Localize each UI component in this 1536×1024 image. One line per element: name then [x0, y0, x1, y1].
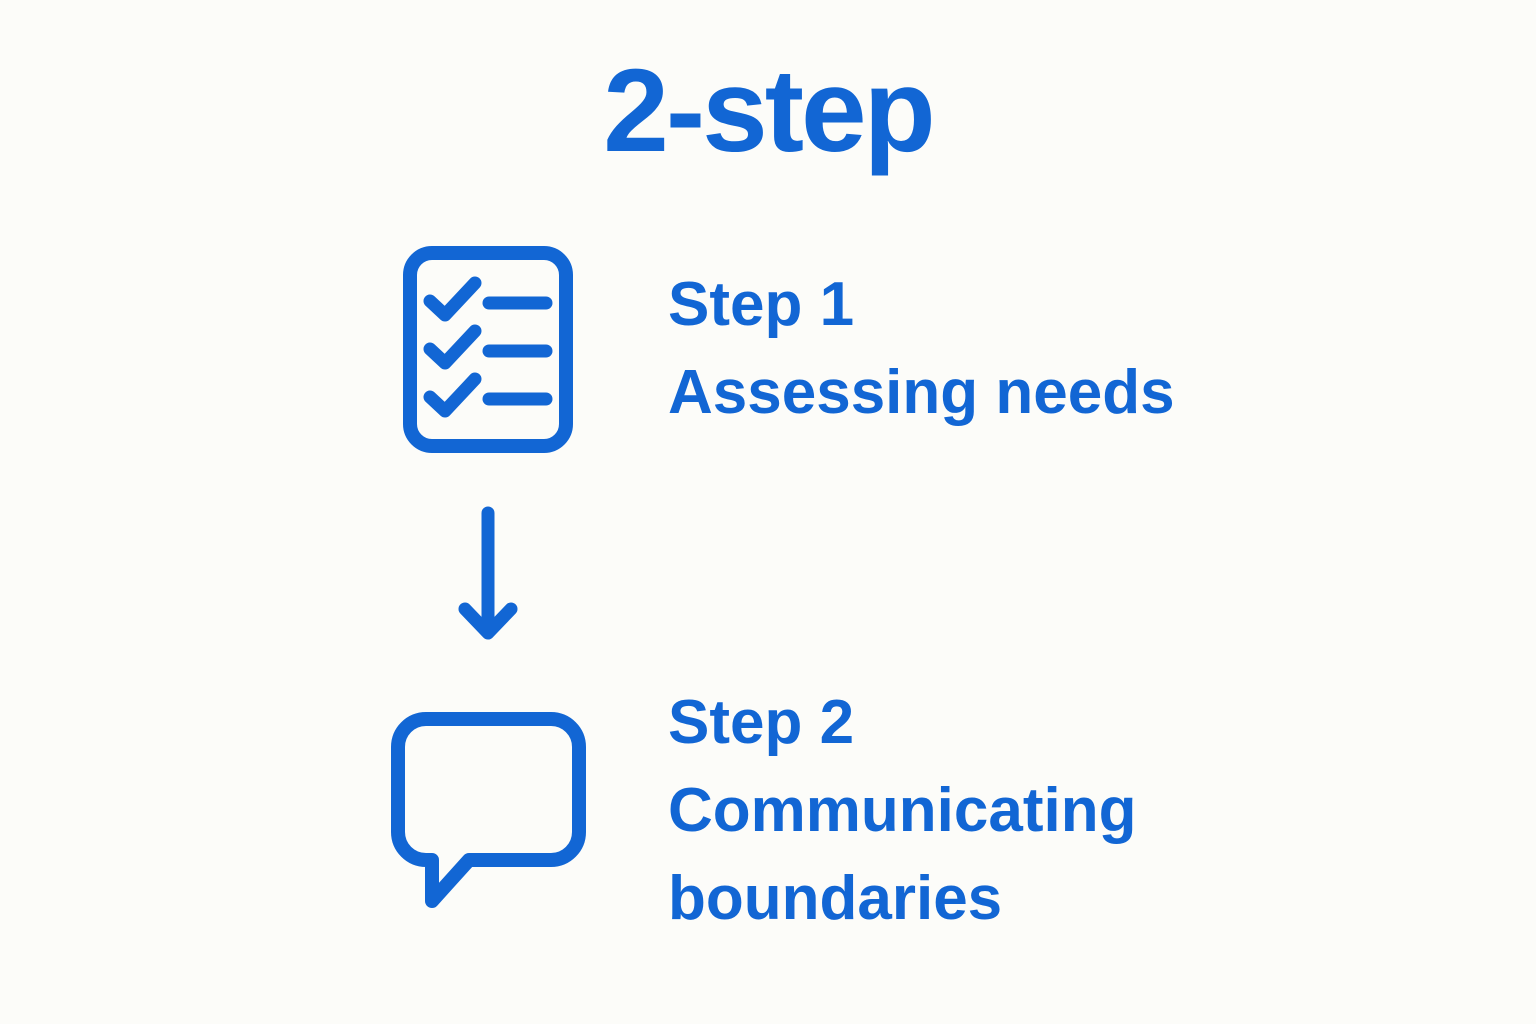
step-1-description: Assessing needs — [668, 358, 1175, 428]
speech-bubble-icon — [390, 711, 586, 911]
checklist-icon — [403, 245, 573, 453]
arrow-down-icon — [456, 505, 520, 645]
step-2-icon-column — [388, 711, 588, 911]
step-2-text: Step 2 Communicating boundaries — [668, 679, 1308, 943]
step-1-text: Step 1 Assessing needs — [668, 261, 1175, 437]
step-1-icon-column — [388, 245, 588, 453]
step-2-description: Communicating boundaries — [668, 775, 1137, 933]
step-1-label: Step 1 — [668, 270, 855, 340]
step-1-row: Step 1 Assessing needs — [0, 245, 1536, 453]
step-2-label: Step 2 — [668, 687, 855, 757]
connector-row — [0, 505, 1536, 645]
connector-column — [388, 505, 588, 645]
step-2-row: Step 2 Communicating boundaries — [0, 679, 1536, 943]
page-title: 2-step — [603, 45, 936, 177]
